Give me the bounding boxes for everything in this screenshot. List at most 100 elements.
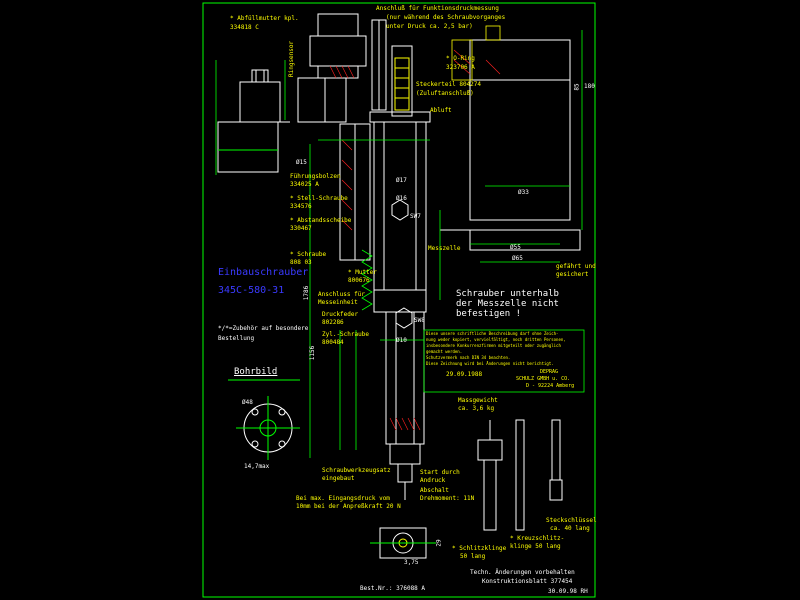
label-bohrbild: Bohrbild	[234, 367, 278, 377]
hatch-top-nut	[329, 65, 355, 79]
note-box	[423, 329, 585, 393]
label-mutter-no: 800676	[348, 277, 370, 284]
pneumatic-fittings	[371, 19, 413, 117]
dim-o3: Ø65	[512, 255, 523, 262]
label-schrauber-1: Schrauber unterhalb	[456, 289, 559, 299]
label-anschluss-ms2: Messeinheit	[318, 299, 358, 306]
label-schrauber-3: befestigen !	[456, 309, 522, 319]
hatch-right	[453, 49, 501, 75]
label-schraube: * Schraube	[290, 251, 327, 258]
label-schraube-no: 808 03	[290, 259, 312, 266]
connector-part-left	[217, 69, 290, 173]
label-gefuehrt: gefährt und	[556, 263, 596, 270]
label-o-ring-no: 323706 A	[446, 64, 475, 71]
firm-1: DEPRAG	[540, 369, 559, 375]
dim-top: Ø15	[296, 159, 307, 166]
bit-drawings	[477, 419, 563, 531]
label-konstr-date: 30.09.98 RH	[548, 588, 588, 595]
note-line-3: insbesondere Konkurrenzfirmen mitgeteilt…	[426, 343, 561, 348]
label-zyl-schraube-no: 800484	[322, 339, 344, 346]
label-konstr: Konstruktionsblatt 377454	[482, 578, 573, 585]
dims-right	[470, 30, 583, 263]
label-kreuz: * Kreuzschlitz-	[510, 535, 565, 542]
label-stecker: Steckerteil 804274	[416, 81, 482, 88]
label-stellschraube: * Stell-Schraube	[290, 195, 348, 202]
firm-3: D - 92224 Amberg	[526, 383, 575, 389]
label-sw7: SW7	[410, 213, 421, 220]
label-sechskant: Schraubwerkzeugsatz	[322, 467, 391, 474]
label-anschluss-ms: Anschluss für	[318, 291, 365, 298]
dim-d10: Ø10	[396, 337, 407, 344]
label-einspannung: Ringsensor	[288, 40, 295, 77]
label-druckfeder: Druckfeder	[322, 311, 359, 318]
label-abluft: Abluft	[430, 107, 452, 114]
label-sechskant-sub: eingebaut	[322, 475, 355, 482]
top-nut	[297, 13, 371, 261]
right-assembly	[440, 39, 581, 251]
label-start-sub: Andruck	[420, 477, 446, 484]
label-schlitz-sub: 50 lang	[460, 553, 486, 560]
dim-29: 29	[435, 539, 443, 547]
hatch-body	[341, 139, 421, 431]
bohrbild-drawing	[228, 379, 300, 460]
dim-bohr: Ø48	[242, 399, 253, 406]
label-abschalt: Abschalt	[420, 487, 449, 494]
label-hub-2: 10mm bei der Anpreßkraft 20 N	[296, 503, 401, 510]
label-massgewicht: Massgewicht	[458, 397, 498, 404]
label-fuehrung-no: 334025 A	[290, 181, 319, 188]
note-line-6: Diese Zeichnung wird bei Änderungen nich…	[426, 361, 554, 366]
label-fuehrung: Führungsbolzen	[290, 173, 341, 180]
fitting-yellow	[394, 57, 410, 111]
note-line-4: gemacht werden.	[426, 349, 463, 354]
firm-2: SCHULZ GMBH u. CO.	[516, 376, 571, 382]
note-line-1: Diese unsere schriftliche Beschreibung d…	[426, 331, 559, 336]
dims-vertical	[309, 139, 441, 458]
label-anschluss: Anschluß für Funktionsdruckmessung	[376, 5, 499, 12]
label-sw8: SW8	[414, 317, 425, 324]
label-mutter-top: * Abfüllmutter kpl.	[230, 15, 299, 22]
dim-375: 3,75	[404, 559, 419, 566]
label-abstandsscheibe: * Abstandsscheibe	[290, 217, 352, 224]
hex-symbols	[391, 199, 413, 329]
label-techn: Techn. Änderungen vorbehalten	[470, 569, 575, 576]
note-line-5: Schutzvermerk nach DIN 34 beachten.	[426, 355, 511, 360]
label-zubehoer-1: */*=Zubehör auf besondere	[218, 325, 309, 332]
label-steck: Steckschlüssel	[546, 517, 597, 524]
label-einbau-2: 345C-580-31	[218, 285, 285, 296]
label-start: Start durch	[420, 469, 460, 476]
label-einbau-1: Einbauschrauber	[218, 267, 309, 278]
label-zubehoer-2: Bestellung	[218, 335, 255, 342]
dim-1156: 1156	[309, 345, 317, 361]
spring	[361, 249, 373, 311]
label-stecker-sub: (Zuluftanschluß)	[416, 90, 474, 97]
dim-d17: Ø17	[396, 177, 407, 184]
dim-o1: Ø33	[518, 189, 529, 196]
note-date: 29.09.1988	[446, 371, 483, 378]
label-messzelle: Messzelle	[428, 245, 461, 252]
dim-right-h: 85	[573, 83, 581, 91]
label-o-ring: * O-Ring	[446, 55, 475, 62]
drawing-frame	[202, 2, 596, 598]
label-anschluss-sub2: unter Druck ca. 2,5 bar)	[386, 23, 473, 30]
label-schlitz: * Schlitzklinge	[452, 545, 507, 552]
right-yellow-parts	[451, 25, 501, 81]
label-abstandsscheibe-no: 330467	[290, 225, 312, 232]
label-kreuz-sub: klinge 50 lang	[510, 543, 561, 550]
note-line-2: nung weder kopiert, vervielfältigt, noch…	[426, 337, 566, 342]
label-abschalt-sub: Drehmoment: 11N	[420, 495, 475, 502]
label-mutter-top-no: 334818 C	[230, 24, 259, 31]
label-mutter: * Mutter	[348, 269, 377, 276]
dim-180: 180	[584, 83, 595, 90]
tool-body	[369, 111, 431, 500]
label-hub-1: Bei max. Eingangsdruck vom	[296, 495, 390, 502]
dims-topleft	[215, 60, 286, 175]
label-bestell: Best.Nr.: 376088 A	[360, 585, 426, 592]
label-massgewicht-no: ca. 3,6 kg	[458, 405, 495, 412]
label-stellschraube-no: 334576	[290, 203, 312, 210]
dim-o2: Ø55	[510, 244, 521, 251]
bottom-front-view	[370, 527, 436, 559]
label-anschluss-sub: (nur während des Schraubvorganges	[386, 14, 506, 21]
label-zyl-schraube: Zyl.-Schraube	[322, 331, 369, 338]
label-schrauber-2: der Messzelle nicht	[456, 299, 559, 309]
